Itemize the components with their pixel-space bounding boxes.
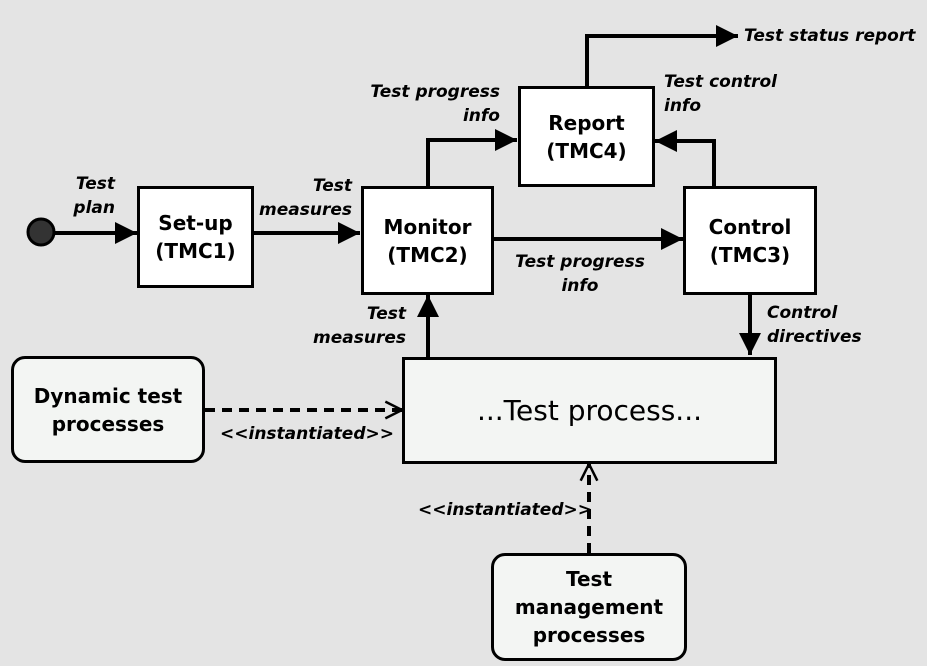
control-box: Control (TMC3): [683, 186, 817, 295]
label-instantiated-bottom: <<instantiated>>: [418, 498, 592, 522]
label-test-measures-bottom-line1: Test: [366, 304, 406, 324]
monitor-box: Monitor (TMC2): [361, 186, 494, 295]
label-test-status-report-line1: Test status report: [744, 26, 916, 46]
report-title: Report: [548, 110, 625, 135]
control-title: Control: [708, 214, 792, 239]
label-test-plan-line2: plan: [73, 198, 115, 218]
label-test-measures-bottom: Test measures: [313, 302, 406, 350]
control-code: (TMC3): [709, 242, 791, 267]
start-node-icon: [26, 217, 56, 247]
label-test-status-report: Test status report: [744, 24, 915, 48]
label-test-measures-top: Test measures: [259, 174, 352, 222]
label-instantiated-left-line1: <<instantiated>>: [220, 424, 394, 444]
setup-code: (TMC1): [155, 239, 236, 263]
label-control-directives-line2: directives: [767, 327, 862, 347]
management-line2: management: [514, 595, 664, 619]
management-line1: Test: [565, 567, 612, 591]
label-control-directives-line1: Control: [767, 303, 838, 323]
label-test-plan: Test plan: [73, 172, 115, 220]
label-progress-to-report: Test progress info: [370, 80, 500, 128]
dynamic-line2: processes: [51, 411, 165, 436]
label-test-measures-top-line2: measures: [259, 200, 352, 220]
label-test-plan-line1: Test: [75, 174, 115, 194]
label-test-control-info-line2: info: [664, 96, 702, 116]
arrow-report-to-status: [585, 25, 738, 86]
dynamic-test-processes-box: Dynamic test processes: [11, 356, 205, 463]
label-instantiated-bottom-line1: <<instantiated>>: [418, 500, 592, 520]
label-control-directives: Control directives: [767, 301, 862, 349]
label-progress-to-control: Test progress info: [512, 250, 648, 298]
label-progress-to-control-line2: info: [561, 276, 599, 296]
label-progress-to-report-line2: info: [462, 106, 500, 126]
setup-title: Set-up: [158, 211, 233, 235]
label-instantiated-left: <<instantiated>>: [220, 422, 394, 446]
label-test-control-info-line1: Test control: [664, 72, 777, 92]
label-test-measures-top-line1: Test: [312, 176, 352, 196]
label-test-control-info: Test control info: [664, 70, 777, 118]
test-process-label: ...Test process...: [476, 393, 703, 427]
test-management-processes-box: Test management processes: [491, 553, 687, 661]
label-test-measures-bottom-line2: measures: [313, 328, 406, 348]
report-code: (TMC4): [546, 138, 627, 163]
arrow-monitor-to-report: [426, 129, 517, 186]
arrow-control-to-report: [655, 130, 716, 186]
management-line3: processes: [532, 623, 646, 647]
setup-box: Set-up (TMC1): [137, 186, 254, 288]
monitor-title: Monitor: [383, 214, 472, 239]
monitor-code: (TMC2): [387, 242, 468, 267]
report-box: Report (TMC4): [518, 86, 655, 187]
label-progress-to-control-line1: Test progress: [515, 252, 645, 272]
test-process-box: ...Test process...: [402, 357, 777, 464]
label-progress-to-report-line1: Test progress: [370, 82, 500, 102]
dynamic-line1: Dynamic test: [33, 383, 183, 408]
